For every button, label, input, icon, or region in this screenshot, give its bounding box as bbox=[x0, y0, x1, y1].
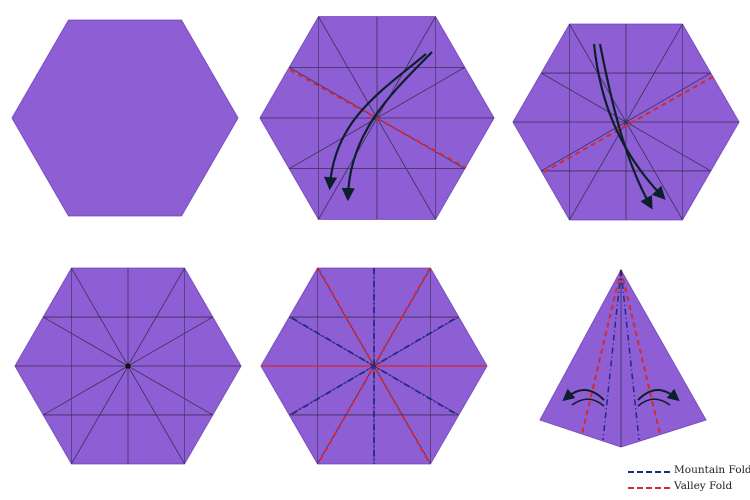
valley-fold-line bbox=[581, 269, 622, 435]
fold-arrow-icon bbox=[598, 43, 653, 210]
curved-arrow-right-icon bbox=[637, 398, 671, 407]
valley-fold-line-icon bbox=[628, 487, 670, 489]
legend-valley: Valley Fold bbox=[628, 480, 748, 496]
step-6 bbox=[539, 268, 707, 448]
fold-arrow-icon bbox=[341, 51, 433, 202]
paper-hexagon bbox=[11, 19, 239, 217]
valley-fold-label: Valley Fold bbox=[674, 480, 733, 492]
curved-arrow-left-icon bbox=[562, 388, 605, 402]
mountain-fold-line bbox=[620, 269, 640, 441]
center-point bbox=[125, 363, 131, 369]
valley-fold-line bbox=[620, 269, 661, 435]
valley-fold-line bbox=[289, 69, 467, 169]
paper-kite bbox=[539, 268, 707, 448]
step-3 bbox=[512, 23, 740, 221]
step-2 bbox=[259, 16, 495, 220]
mountain-fold-line bbox=[291, 317, 457, 415]
valley-fold-line bbox=[543, 74, 717, 173]
step-4 bbox=[14, 267, 242, 465]
mountain-fold-line-icon bbox=[628, 471, 670, 473]
fold-arrow-icon bbox=[324, 53, 427, 191]
fold-legend: Mountain Fold Valley Fold bbox=[628, 464, 750, 496]
curved-arrow-right-icon bbox=[637, 388, 680, 402]
legend-mountain: Mountain Fold bbox=[628, 464, 750, 480]
curved-arrow-left-icon bbox=[571, 398, 605, 407]
mountain-fold-line bbox=[602, 269, 622, 441]
fold-arrow-icon bbox=[592, 43, 666, 200]
step-1 bbox=[11, 19, 239, 217]
mountain-fold-label: Mountain Fold bbox=[674, 464, 750, 476]
step-5 bbox=[260, 267, 488, 465]
